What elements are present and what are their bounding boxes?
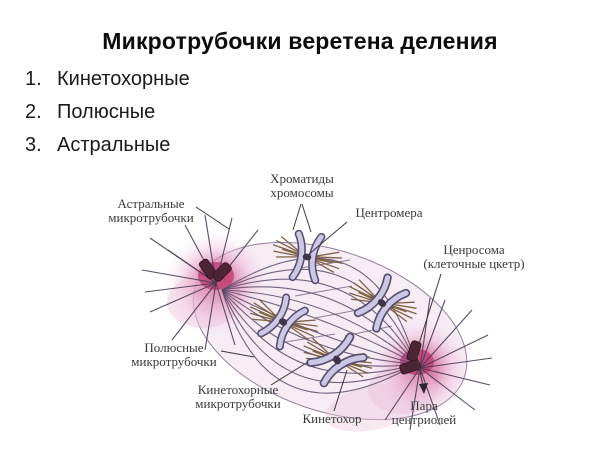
- list-item: 2. Полюсные: [25, 101, 190, 134]
- label-centromere: Центромера: [355, 205, 423, 220]
- centriole-pair-right: [399, 340, 422, 375]
- chromosomes: [261, 234, 406, 383]
- chromosome: [293, 234, 322, 280]
- label-centriole-pair: Пара центриолей: [391, 398, 457, 427]
- list-item-number: 3.: [25, 134, 42, 156]
- astral-rays-left: [141, 214, 259, 351]
- label-astral-microtubules: Астральные микротрубочки: [108, 196, 194, 225]
- chromosome: [311, 337, 364, 383]
- arrowhead: [419, 383, 428, 394]
- chromosome: [358, 278, 406, 329]
- list-item: 1. Кинетохорные: [25, 68, 190, 101]
- label-chromatids: Хроматиды хромосомы: [270, 171, 334, 200]
- centriole-pair-left: [198, 258, 232, 282]
- label-kinetochore-microtubules: Кинетохорные микротрубочки: [195, 382, 281, 411]
- label-centrosome: Ценросома (клеточные цкетр): [423, 242, 525, 271]
- chromosome: [261, 298, 305, 347]
- label-polar-microtubules: Полюсные микротрубочки: [131, 340, 217, 369]
- list-item: 3. Астральные: [25, 134, 190, 167]
- list-item-label: Астральные: [57, 134, 171, 156]
- list-item-label: Полюсные: [57, 101, 156, 123]
- list-item-label: Кинетохорные: [57, 68, 190, 90]
- label-kinetochore: Кинетохор: [302, 411, 362, 426]
- list-item-number: 2.: [25, 101, 42, 123]
- list-item-number: 1.: [25, 68, 42, 90]
- kinetochore-fibers: [246, 235, 420, 379]
- aster-left: [164, 231, 268, 335]
- spindle-fibers: [221, 257, 417, 394]
- slide-title: Микротрубочки веретена деления: [102, 28, 498, 54]
- leader-lines: [195, 203, 442, 412]
- microtubule-type-list: 1. Кинетохорные 2. Полюсные 3. Астральны…: [25, 68, 190, 167]
